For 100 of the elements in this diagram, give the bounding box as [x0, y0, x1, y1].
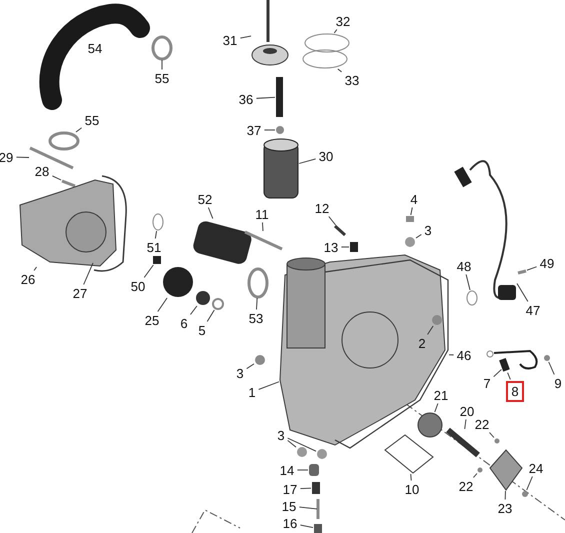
leader-line	[410, 474, 412, 481]
callout-number: 13	[322, 240, 340, 254]
callout-number: 12	[312, 200, 332, 216]
callout-number: 9	[552, 376, 564, 390]
clamp-ring-drawing	[152, 36, 172, 60]
callout-number: 36	[236, 92, 256, 106]
sensor-drawing	[350, 242, 358, 252]
leader-line	[206, 310, 215, 322]
leader-line	[416, 234, 422, 238]
leader-line	[16, 156, 30, 158]
callout-number: 1	[246, 384, 258, 400]
filter-drawing	[264, 138, 298, 198]
rod-drawing	[276, 77, 283, 117]
leader-line	[466, 274, 470, 290]
leader-line	[258, 381, 280, 390]
callout-number: 26	[18, 272, 38, 286]
callout-number: 33	[342, 72, 362, 88]
leader-line	[473, 473, 478, 478]
leader-line	[256, 96, 276, 99]
pump-housing-drawing	[19, 179, 116, 267]
pin-drawing	[478, 468, 482, 472]
callout-number: 15	[280, 498, 298, 514]
screw-drawing	[544, 355, 550, 361]
pump-cover-drawing	[489, 449, 523, 491]
o-ring-drawing	[152, 214, 164, 230]
plug-drawing	[255, 355, 265, 365]
plug-drawing	[297, 447, 307, 457]
callout-number: 20	[458, 404, 476, 418]
callout-number: 10	[402, 482, 422, 496]
leader-line	[427, 326, 434, 335]
washer-drawing	[212, 298, 224, 310]
callout-number: 55	[82, 112, 102, 128]
leader-line	[144, 264, 154, 278]
leader-line	[287, 438, 316, 452]
callout-number: 17	[280, 482, 300, 496]
leader-line	[52, 175, 62, 180]
leader-line	[76, 127, 82, 132]
leader-line	[190, 306, 198, 315]
callout-number: 50	[128, 278, 148, 294]
callout-number: 37	[244, 122, 264, 138]
leader-line	[34, 266, 38, 271]
leader-line	[504, 490, 506, 500]
leader-line	[448, 354, 454, 356]
leader-line	[464, 419, 466, 430]
leader-line	[300, 488, 312, 490]
callout-number: 23	[496, 500, 514, 516]
leader-line	[298, 158, 316, 164]
callout-number: 22	[472, 416, 492, 432]
bolt-drawing	[499, 358, 510, 372]
leader-line	[328, 216, 336, 226]
callout-number: 28	[32, 164, 52, 178]
callout-number: 49	[538, 256, 556, 270]
leader-line	[208, 207, 214, 219]
screw-drawing	[522, 491, 528, 497]
fitting-drawing	[153, 256, 161, 264]
callout-number: 3	[275, 428, 287, 442]
callout-number: 47	[524, 302, 542, 318]
callout-number: 4	[408, 192, 420, 206]
callout-number: 22	[456, 478, 476, 494]
callout-number: 5	[196, 322, 208, 338]
callout-number: 32	[334, 14, 352, 28]
bearing-drawing	[196, 291, 210, 305]
gasket-drawing	[384, 434, 434, 474]
bolt-drawing	[334, 224, 346, 236]
plug-drawing	[314, 524, 322, 533]
leader-line	[262, 222, 264, 232]
leader-line	[526, 476, 533, 490]
callout-number: 11	[252, 206, 272, 222]
leader-line	[334, 29, 338, 34]
callout-number: 55	[152, 70, 172, 86]
clamp-ring-drawing	[48, 132, 80, 150]
leader-line	[256, 298, 258, 310]
gasket-drawing	[94, 175, 127, 272]
leader-line	[516, 283, 528, 302]
callout-number: 48	[454, 258, 474, 274]
plug-drawing	[317, 449, 327, 459]
plug-drawing	[405, 237, 415, 247]
callout-number: 7	[481, 376, 493, 390]
leader-line	[434, 403, 438, 412]
sensor-drawing	[454, 160, 516, 300]
screw-drawing	[518, 270, 526, 274]
callout-number: 52	[196, 192, 214, 206]
callout-number: 46	[454, 348, 474, 362]
ring-drawing	[248, 268, 268, 298]
leader-line	[489, 432, 494, 438]
leader-line	[526, 266, 538, 271]
plug-drawing	[406, 216, 414, 222]
leader-line	[337, 68, 342, 72]
callout-number: 6	[178, 316, 190, 330]
callout-number: 21	[432, 388, 450, 402]
leader-line	[507, 372, 511, 380]
leader-line	[83, 262, 94, 285]
callout-number: 25	[142, 312, 162, 328]
leader-line	[157, 298, 168, 312]
callout-number: 14	[278, 462, 296, 478]
leader-line	[493, 369, 502, 378]
callout-number: 2	[416, 336, 428, 350]
callout-number: 30	[316, 148, 336, 164]
spring-drawing	[316, 499, 320, 519]
leader-line	[154, 230, 157, 239]
